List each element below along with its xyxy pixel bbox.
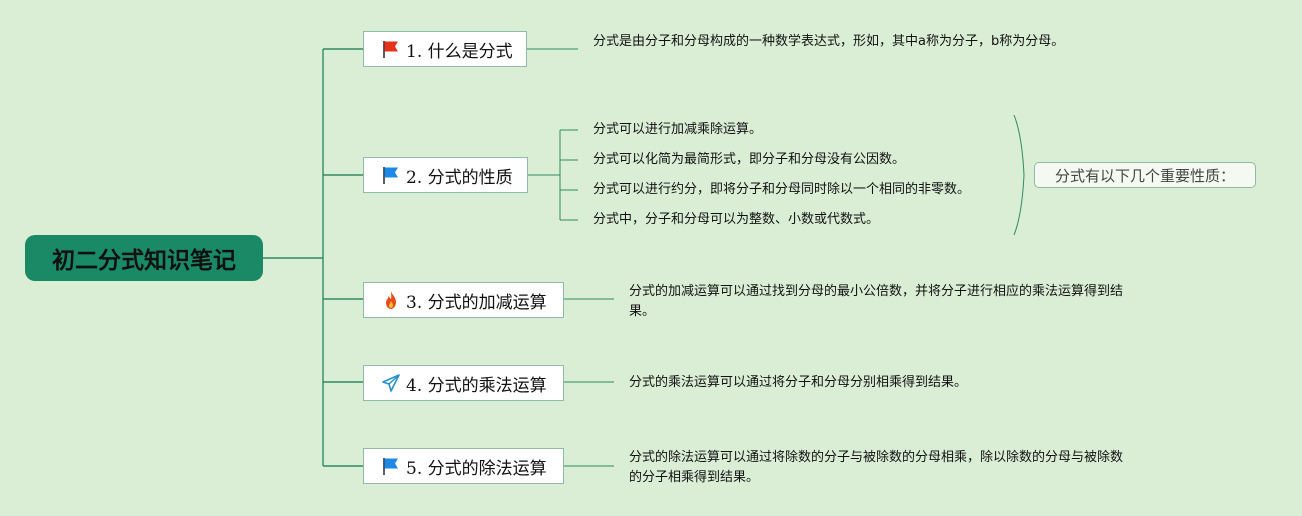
root-topic[interactable]: 初二分式知识笔记 bbox=[25, 235, 263, 281]
note-text: 分式的加减运算可以通过找到分母的最小公倍数，并将分子进行相应的乘法运算得到结果。 bbox=[629, 284, 1124, 319]
topic-label: 3. 分式的加减运算 bbox=[406, 292, 547, 313]
note-text: 分式可以进行加减乘除运算。 bbox=[593, 122, 763, 137]
root-title: 初二分式知识笔记 bbox=[52, 248, 236, 274]
blue-flag-icon bbox=[380, 455, 402, 477]
blue-flag-icon bbox=[380, 164, 402, 186]
summary-brace bbox=[1013, 114, 1025, 236]
topic-label: 5. 分式的除法运算 bbox=[406, 458, 547, 479]
note-text: 分式可以进行约分，即将分子和分母同时除以一个相同的非零数。 bbox=[593, 182, 971, 197]
topic-label: 1. 什么是分式 bbox=[406, 41, 513, 62]
topic-label: 2. 分式的性质 bbox=[406, 167, 513, 188]
note-text: 分式的除法运算可以通过将除数的分子与被除数的分母相乘，除以除数的分母与被除数的分… bbox=[629, 450, 1124, 485]
topic-label: 4. 分式的乘法运算 bbox=[406, 375, 547, 396]
topic-division[interactable]: 5. 分式的除法运算 bbox=[363, 448, 564, 484]
note-text: 分式的乘法运算可以通过将分子和分母分别相乘得到结果。 bbox=[629, 375, 968, 390]
topic-addition-subtraction[interactable]: 3. 分式的加减运算 bbox=[363, 282, 564, 318]
topic-what-is-fraction[interactable]: 1. 什么是分式 bbox=[363, 31, 527, 67]
topic-multiplication[interactable]: 4. 分式的乘法运算 bbox=[363, 365, 564, 401]
summary-label: 分式有以下几个重要性质： bbox=[1054, 166, 1235, 185]
red-flag-icon bbox=[380, 38, 402, 60]
topic-fraction-properties[interactable]: 2. 分式的性质 bbox=[363, 157, 528, 193]
summary-box[interactable]: 分式有以下几个重要性质： bbox=[1034, 162, 1256, 188]
fire-icon bbox=[380, 289, 402, 311]
note-text: 分式中，分子和分母可以为整数、小数或代数式。 bbox=[593, 212, 880, 227]
note-text: 分式可以化简为最简形式，即分子和分母没有公因数。 bbox=[593, 152, 906, 167]
paper-plane-icon bbox=[380, 372, 402, 394]
note-text: 分式是由分子和分母构成的一种数学表达式，形如，其中a称为分子，b称为分母。 bbox=[593, 34, 1065, 49]
